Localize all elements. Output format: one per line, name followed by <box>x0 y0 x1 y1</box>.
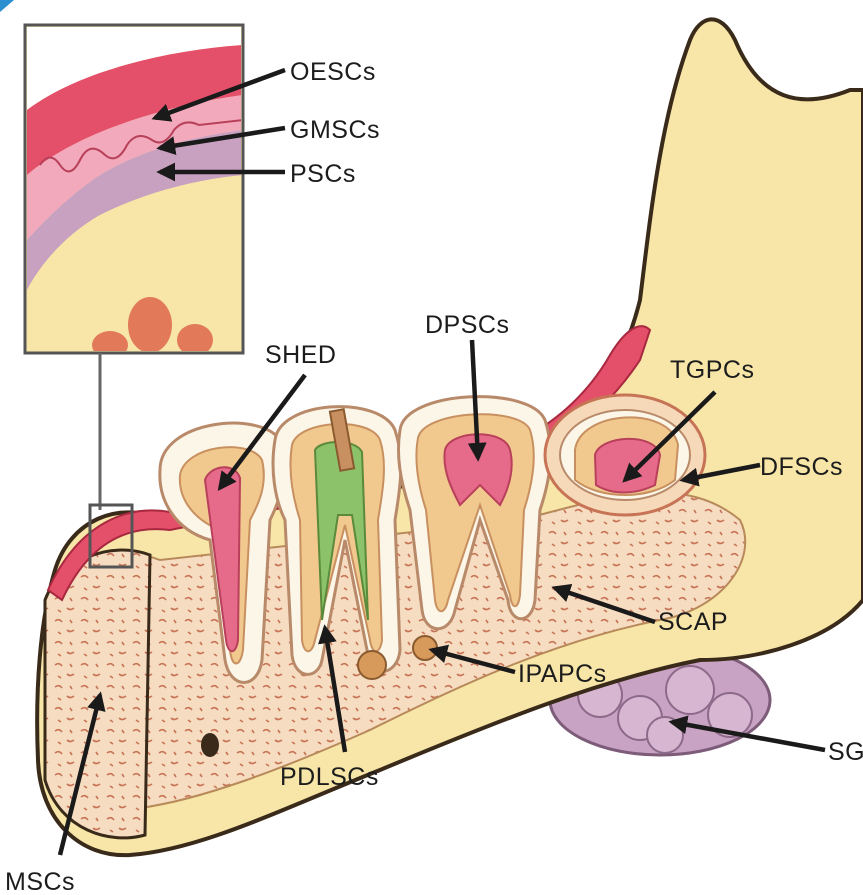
foramen <box>201 733 219 757</box>
corner-accent <box>0 0 14 12</box>
label-pdlscs: PDLSCs <box>280 763 379 791</box>
label-gmscs: GMSCs <box>290 116 380 144</box>
label-bmmscs: MSCs <box>5 868 75 895</box>
developing-tooth <box>545 395 705 515</box>
label-sg: SG <box>828 738 863 766</box>
label-pscs: PSCs <box>290 160 356 188</box>
label-ipapcs: IPAPCs <box>518 660 607 688</box>
label-shed: SHED <box>265 341 336 369</box>
label-oescs: OESCs <box>290 58 376 86</box>
label-tgpcs: TGPCs <box>670 356 754 384</box>
label-scap: SCAP <box>658 608 728 636</box>
label-dfscs: DFSCs <box>760 453 843 481</box>
label-dpscs: DPSCs <box>425 311 509 339</box>
